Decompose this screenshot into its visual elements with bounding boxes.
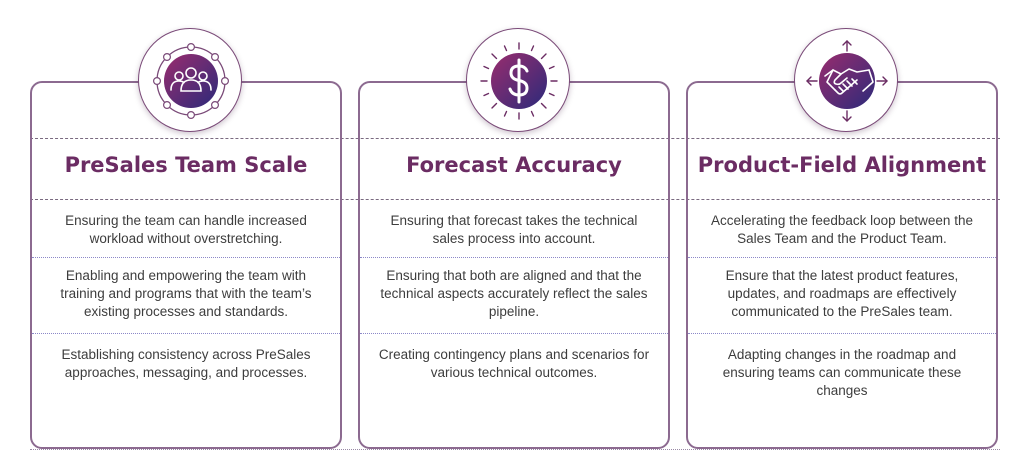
card-item: Ensuring that both are aligned and that … [380,268,648,319]
card-item: Creating contingency plans and scenarios… [378,347,650,380]
card-item: Adapting changes in the roadmap and ensu… [722,347,962,398]
card-item: Accelerating the feedback loop between t… [711,213,973,246]
item-divider [688,257,996,258]
card-title: Forecast Accuracy [406,153,622,177]
top-dashed-divider [30,138,1000,139]
card-item: Ensuring the team can handle increased w… [65,213,307,246]
dollar-icon [466,28,570,132]
card-title: Product-Field Alignment [697,153,987,177]
card-title: PreSales Team Scale [64,153,308,177]
card-item: Establishing consistency across PreSales… [61,347,311,380]
card-item: Ensure that the latest product features,… [725,268,959,319]
item-divider [32,257,340,258]
handshake-icon [794,28,898,132]
item-divider [688,333,996,334]
card-product-field-alignment: Product-Field Alignment Accelerating the… [686,81,998,449]
item-divider [360,257,668,258]
card-item: Ensuring that forecast takes the technic… [390,213,638,246]
title-dashed-divider [30,199,1000,200]
card-presales-team-scale: PreSales Team Scale Ensuring the team ca… [30,81,342,449]
bottom-dotted-divider [30,449,1000,450]
card-forecast-accuracy: Forecast Accuracy Ensuring that forecast… [358,81,670,449]
item-divider [32,333,340,334]
card-item: Enabling and empowering the team with tr… [60,268,312,319]
team-icon [138,28,242,132]
item-divider [360,333,668,334]
